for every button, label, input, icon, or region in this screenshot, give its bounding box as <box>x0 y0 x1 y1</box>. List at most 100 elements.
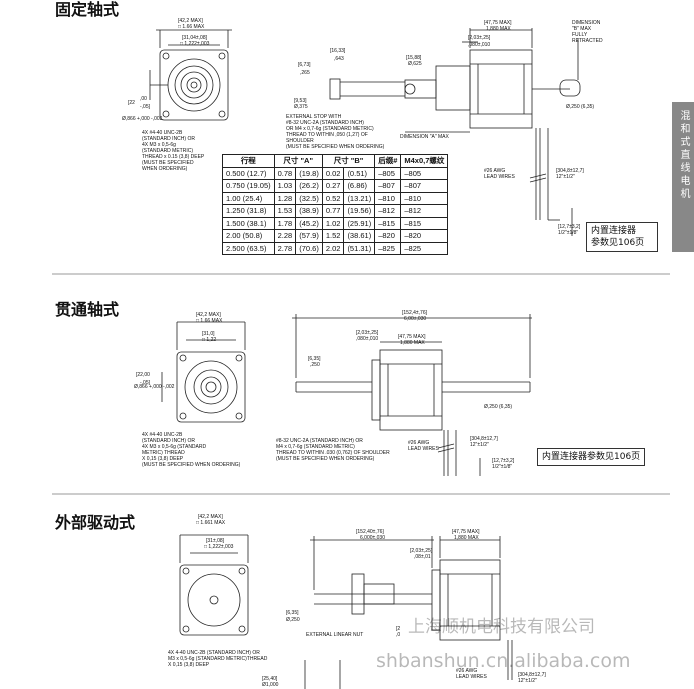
table-cell: (38.9) <box>295 204 323 218</box>
table-cell: 0.500 (12.7) <box>222 166 275 180</box>
s1-lead-length: [304,8±12,7] 12"±1/2" <box>556 168 584 180</box>
s1-pilot-dim: [22 <box>128 100 135 106</box>
table-cell: –805 <box>400 166 449 180</box>
s1-lead-strip: [12,7±3,2] 1/2"±1/8" <box>558 224 581 236</box>
s1-dim-6: [2,03±,25] <box>468 35 491 41</box>
s2-dim-7b: ,250 <box>310 362 320 368</box>
table-cell: –812 <box>400 204 449 218</box>
s3-dim-6b: ,08±,01 <box>414 554 431 560</box>
s1-shaft-diameter: Ø,250 (6,35) <box>566 104 595 110</box>
s1-width-max: [42,2 MAX] <box>178 18 203 24</box>
table-cell: 0.78 <box>273 166 297 180</box>
table-cell: 2.00 (50.8) <box>222 229 275 243</box>
table-cell: 1.02 <box>321 216 345 230</box>
table-row: 2.500 (63.5)2.78(70.6)2.02(51.31)–825–82… <box>222 241 449 255</box>
s3-total-length-inch: 6,000±,030 <box>360 535 385 541</box>
table-cell: –820 <box>374 229 402 243</box>
s1-bolt-spacing-inch: □ 1,222±,003 <box>180 41 210 47</box>
s1-dim-2: [6,73] <box>298 62 311 68</box>
s3-dim-5b: 1,880 MAX <box>454 535 479 541</box>
table-cell: 0.02 <box>321 166 345 180</box>
s2-stop-thread-note: #8-32 UNC-2A (STANDARD INCH) OR M4 x 0,7… <box>276 438 390 462</box>
s2-dim-6: [2,03±,25] <box>356 330 379 336</box>
s2-pilot-dim-c: -,05] <box>140 380 151 386</box>
s1-pilot-dim-c: -,05] <box>140 104 151 110</box>
table-cell: 1.250 (31.8) <box>222 204 275 218</box>
table-cell: (0.51) <box>343 166 376 180</box>
s1-dim-3b: Ø,375 <box>294 104 308 110</box>
connector-callout-1: 内置连接器 参数见106页 <box>586 222 658 252</box>
table-cell: (51.31) <box>343 241 376 255</box>
table-row: 1.250 (31.8)1.53(38.9)0.77(19.56)–812–81… <box>222 204 449 218</box>
table-cell: 2.02 <box>321 241 345 255</box>
table-cell: 1.500 (38.1) <box>222 216 275 230</box>
table-cell: (26.2) <box>295 179 323 193</box>
s1-width-max-inch: □ 1.66 MAX <box>178 24 205 30</box>
s1-side-view <box>329 28 581 236</box>
table-cell: (13.21) <box>343 191 376 205</box>
table-cell: 1.52 <box>321 229 345 243</box>
s2-width-max-inch: □ 1.66 MAX <box>196 318 223 324</box>
s1-dim-4b: Ø,625 <box>408 61 422 67</box>
table-cell: (70.6) <box>295 241 323 255</box>
stroke-dimension-table: 行程 尺寸 "A" 尺寸 "B" 后缀# M4x0,7螺纹 0.500 (12.… <box>222 154 449 255</box>
table-row: 1.500 (38.1)1.78(45.2)1.02(25.91)–815–81… <box>222 216 449 230</box>
s3-total-length: [152,40±,76] <box>356 529 384 535</box>
table-cell: 1.78 <box>273 216 297 230</box>
side-category-tab: 混和式直线电机 <box>672 102 694 252</box>
s1-dim-2b: ,265 <box>300 70 310 76</box>
s1-dimension-a-note: DIMENSION "A" MAX <box>400 134 449 140</box>
table-cell: 1.53 <box>273 204 297 218</box>
table-cell: –807 <box>374 179 402 193</box>
s1-thread-note: 4X #4-40 UNC-2B (STANDARD INCH) OR 4X M3… <box>142 130 205 172</box>
s1-pilot-diameter: Ø,866 +,000 -,002 <box>122 116 163 122</box>
s2-lead-strip: [12,7±3,2] 1/2"±1/8" <box>492 458 515 470</box>
col-header-dim-b: 尺寸 "B" <box>321 154 376 168</box>
s2-dim-5b: 1,880 MAX <box>400 340 425 346</box>
watermark-url: shbanshun.cn.alibaba.com <box>376 650 631 672</box>
s3-dim-7b: Ø,250 <box>286 617 300 623</box>
table-cell: (6.86) <box>343 179 376 193</box>
table-cell: –810 <box>374 191 402 205</box>
s2-lead-length: [304,8±12,7] 12"±1/2" <box>470 436 498 448</box>
s3-dim-6: [2,03±,25] <box>410 548 433 554</box>
table-row: 2.00 (50.8)2.28(57.9)1.52(38.61)–820–820 <box>222 229 449 243</box>
table-cell: 1.03 <box>273 179 297 193</box>
table-cell: 2.500 (63.5) <box>222 241 275 255</box>
s3-width-max: [42,2 MAX] <box>198 514 223 520</box>
section-title-through-shaft: 贯通轴式 <box>55 300 120 319</box>
s3-dim-7: [6,35] <box>286 610 299 616</box>
table-cell: –825 <box>400 241 449 255</box>
s1-dim-4: [15,88] <box>406 55 422 61</box>
s1-lead-wire-gauge: #26 AWG LEAD WIRES <box>484 168 515 180</box>
s1-bolt-spacing: [31,04±,08] <box>182 35 207 41</box>
s1-dim-1b: ,643 <box>334 56 344 62</box>
s3-dim-p2: [2 ,0 <box>396 626 401 638</box>
table-cell: –810 <box>400 191 449 205</box>
s2-dim-6b: ,080±,010 <box>356 336 379 342</box>
table-cell: (19.8) <box>295 166 323 180</box>
table-cell: –815 <box>374 216 402 230</box>
table-cell: 0.750 (19.05) <box>222 179 275 193</box>
table-cell: 0.52 <box>321 191 345 205</box>
table-cell: (25.91) <box>343 216 376 230</box>
table-cell: –812 <box>374 204 402 218</box>
s2-dim-7: [6,35] <box>308 356 321 362</box>
section-title-external-drive: 外部驱动式 <box>55 513 136 532</box>
s2-pilot-dim: [22,00 <box>136 372 150 378</box>
s2-total-length: [152,4±,76] <box>402 310 427 316</box>
s2-bolt-spacing: [31,0] <box>202 331 215 337</box>
section-title-fixed-shaft: 固定轴式 <box>55 0 120 19</box>
s3-lead-length: [304,8±12,7] 12"±1/2" <box>518 672 546 684</box>
s3-pilot-dim: [25,40] Ø1,000 <box>262 676 279 688</box>
table-row: 1.00 (25.4)1.28(32.5)0.52(13.21)–810–810 <box>222 191 449 205</box>
s1-dim-6b: ,080±,010 <box>468 42 491 48</box>
s3-dim-5: [47,75 MAX] <box>452 529 480 535</box>
s2-bolt-spacing-inch: □ 1,22 <box>202 337 217 343</box>
s2-thread-note: 4X #4-40 UNC-2B (STANDARD INCH) OR 4X M3… <box>142 432 241 468</box>
col-header-thread: M4x0,7螺纹 <box>400 154 449 168</box>
col-header-stroke: 行程 <box>222 154 275 168</box>
s2-shaft-diameter: Ø,250 (6,35) <box>484 404 513 410</box>
table-cell: –815 <box>400 216 449 230</box>
table-cell: (57.9) <box>295 229 323 243</box>
